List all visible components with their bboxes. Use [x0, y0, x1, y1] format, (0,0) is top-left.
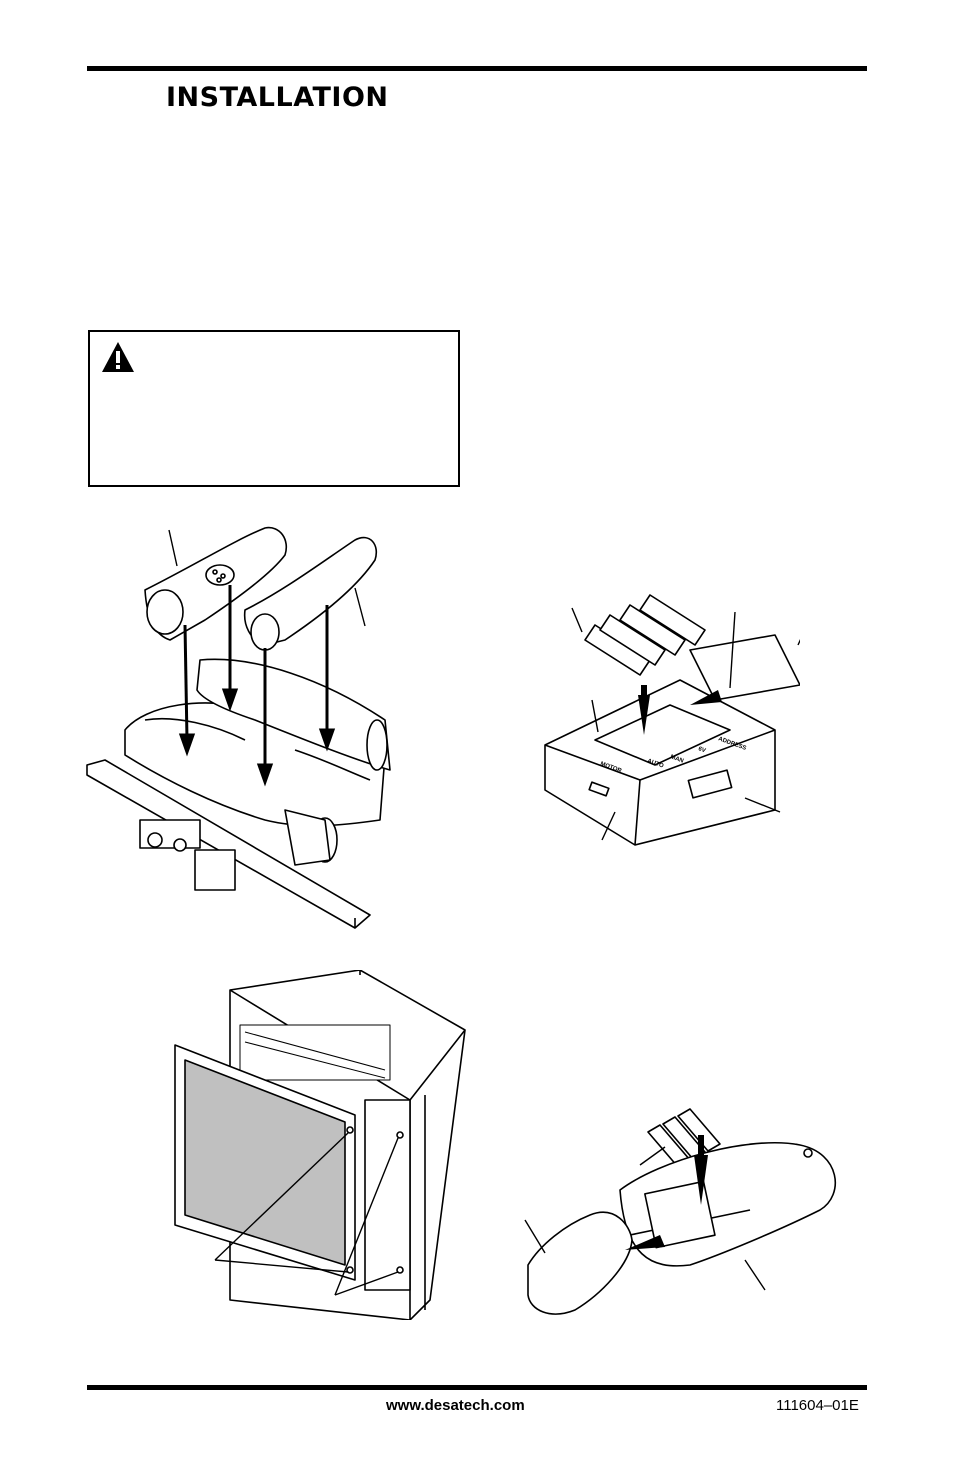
fireplace-front-figure [174, 970, 466, 1320]
warning-triangle-icon [102, 342, 134, 372]
receiver-battery-figure: MOTOR AUTO MAN 6V ADDRESS [544, 594, 800, 846]
remote-battery-figure [524, 1108, 836, 1315]
warning-box [88, 330, 460, 487]
receiver-label-auto: AUTO [646, 758, 664, 770]
footer-website[interactable]: www.desatech.com [386, 1397, 525, 1414]
page-title: INSTALLATION [166, 82, 389, 113]
footer-rule [87, 1385, 867, 1390]
header-rule [87, 66, 867, 71]
footer-doc-code: 111604–01E [776, 1397, 859, 1414]
receiver-label-6v: 6V [697, 746, 706, 754]
receiver-label-man: MAN [669, 754, 684, 764]
log-placement-figure [86, 526, 391, 929]
